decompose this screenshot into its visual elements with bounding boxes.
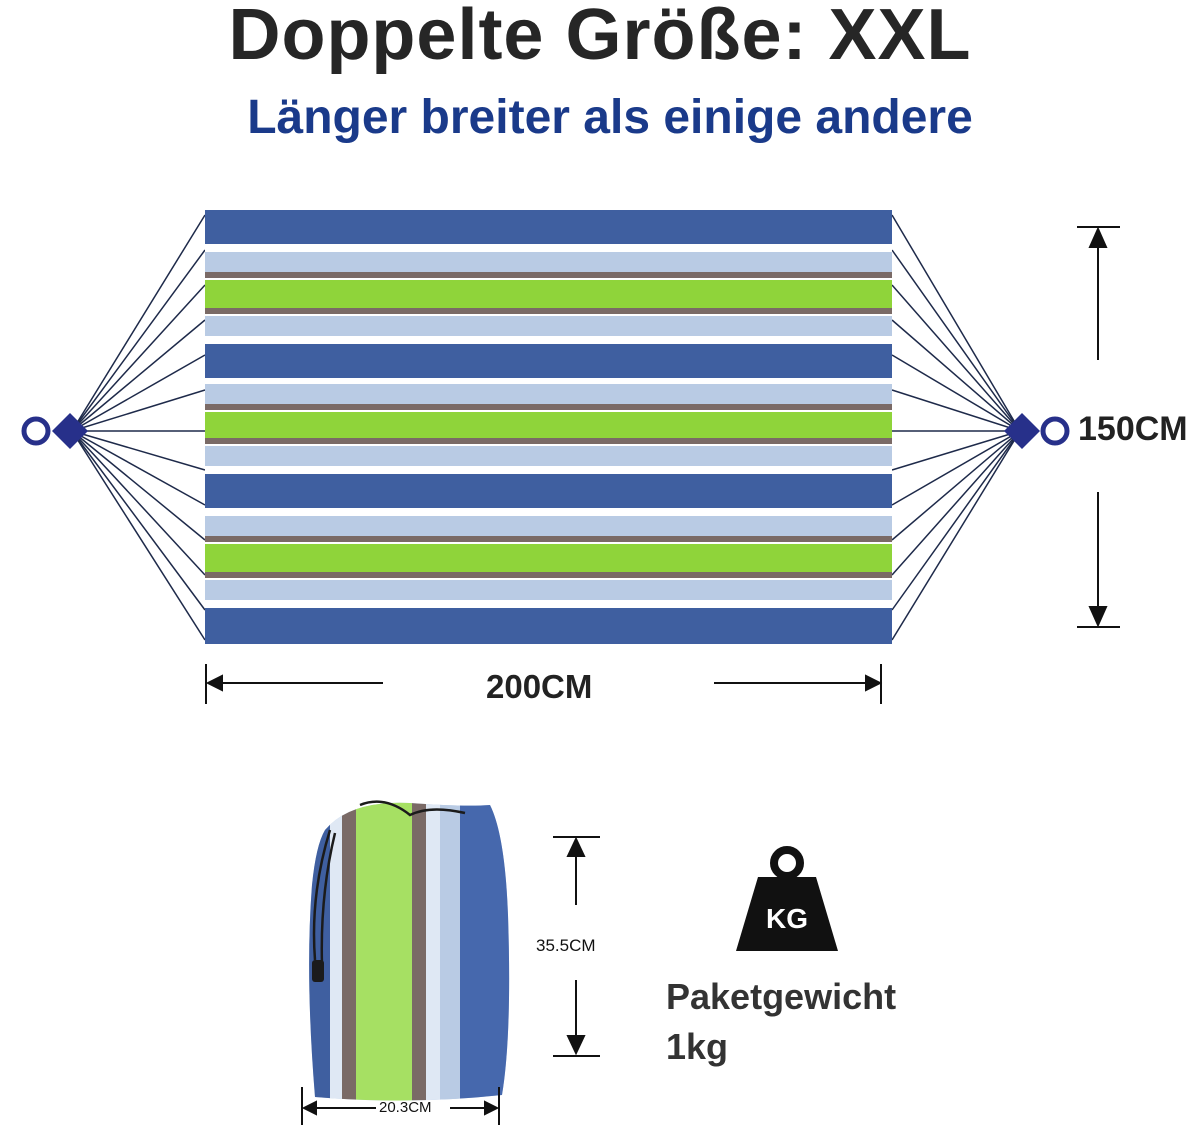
hammock-width-label: 200CM	[486, 668, 593, 705]
drawstring-toggle	[312, 960, 324, 982]
height-dimension-arrow	[1077, 226, 1120, 628]
bag-fabric	[309, 802, 510, 1101]
package-weight-label: Paketgewicht	[666, 976, 897, 1017]
bag-width-arrow	[301, 1087, 500, 1125]
width-dimension-arrow	[205, 664, 883, 704]
hammock-height-label: 150CM	[1078, 410, 1188, 448]
page-subtitle: Länger breiter als einige andere	[247, 91, 973, 144]
bag-drawstring	[312, 800, 466, 966]
bag-height-label: 35.5CM	[536, 936, 596, 955]
bag-height-arrow	[553, 836, 600, 1057]
left-hanging-ring	[21, 413, 88, 449]
package-weight-value: 1kg	[666, 1026, 729, 1067]
left-ropes	[71, 214, 206, 641]
storage-bag-illustration	[301, 800, 510, 1125]
right-ropes	[891, 214, 1021, 641]
weight-kg-icon: KG	[736, 846, 838, 951]
weight-icon-text: KG	[766, 903, 808, 934]
hammock-fabric	[205, 210, 892, 644]
page-title: Doppelte Größe: XXL	[228, 0, 972, 75]
package-weight-caption: Paketgewicht 1kg	[666, 972, 896, 1072]
right-hanging-ring	[1004, 413, 1070, 449]
hammock-illustration	[21, 210, 1120, 704]
bag-width-label: 20.3CM	[379, 1099, 432, 1116]
